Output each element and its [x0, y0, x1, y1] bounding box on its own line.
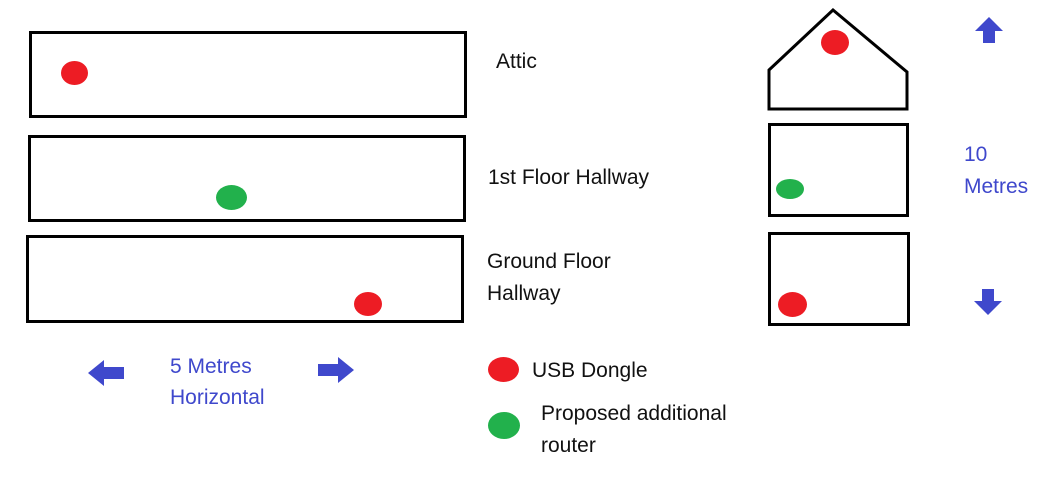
legend-router-label-line2: router	[541, 434, 596, 457]
attic-usb-dongle-marker	[61, 61, 88, 85]
ground-floor-label-line1: Ground Floor	[487, 250, 611, 273]
vertical-dimension-line2: Metres	[964, 175, 1029, 198]
first-floor-router-marker	[216, 185, 247, 210]
elevation-first-floor-box	[768, 123, 909, 217]
ground-floor-plan-box	[26, 235, 464, 323]
attic-plan-box	[29, 31, 467, 118]
legend-router-label-line1: Proposed additional	[541, 402, 727, 425]
arrow-right-icon	[318, 357, 354, 383]
legend-usb-dongle-swatch	[488, 357, 519, 382]
arrow-up-icon	[975, 17, 1003, 43]
legend-router-swatch	[488, 412, 520, 439]
elevation-attic-usb-dongle-marker	[821, 30, 849, 55]
attic-label: Attic	[496, 50, 537, 73]
first-floor-label: 1st Floor Hallway	[488, 166, 650, 189]
elevation-ground-floor-usb-dongle-marker	[778, 292, 807, 317]
arrow-down-icon	[974, 289, 1002, 315]
first-floor-plan-box	[28, 135, 466, 222]
ground-floor-usb-dongle-marker	[354, 292, 382, 316]
attic-elevation-roof	[767, 8, 909, 111]
arrow-left-icon	[88, 360, 124, 386]
vertical-dimension-line1: 10	[964, 143, 988, 166]
horizontal-dimension-line1: 5 Metres	[170, 355, 252, 378]
horizontal-dimension-line2: Horizontal	[170, 386, 265, 409]
elevation-first-floor-router-marker	[776, 179, 804, 199]
ground-floor-label-line2: Hallway	[487, 282, 561, 305]
legend-usb-dongle-label: USB Dongle	[532, 359, 648, 382]
